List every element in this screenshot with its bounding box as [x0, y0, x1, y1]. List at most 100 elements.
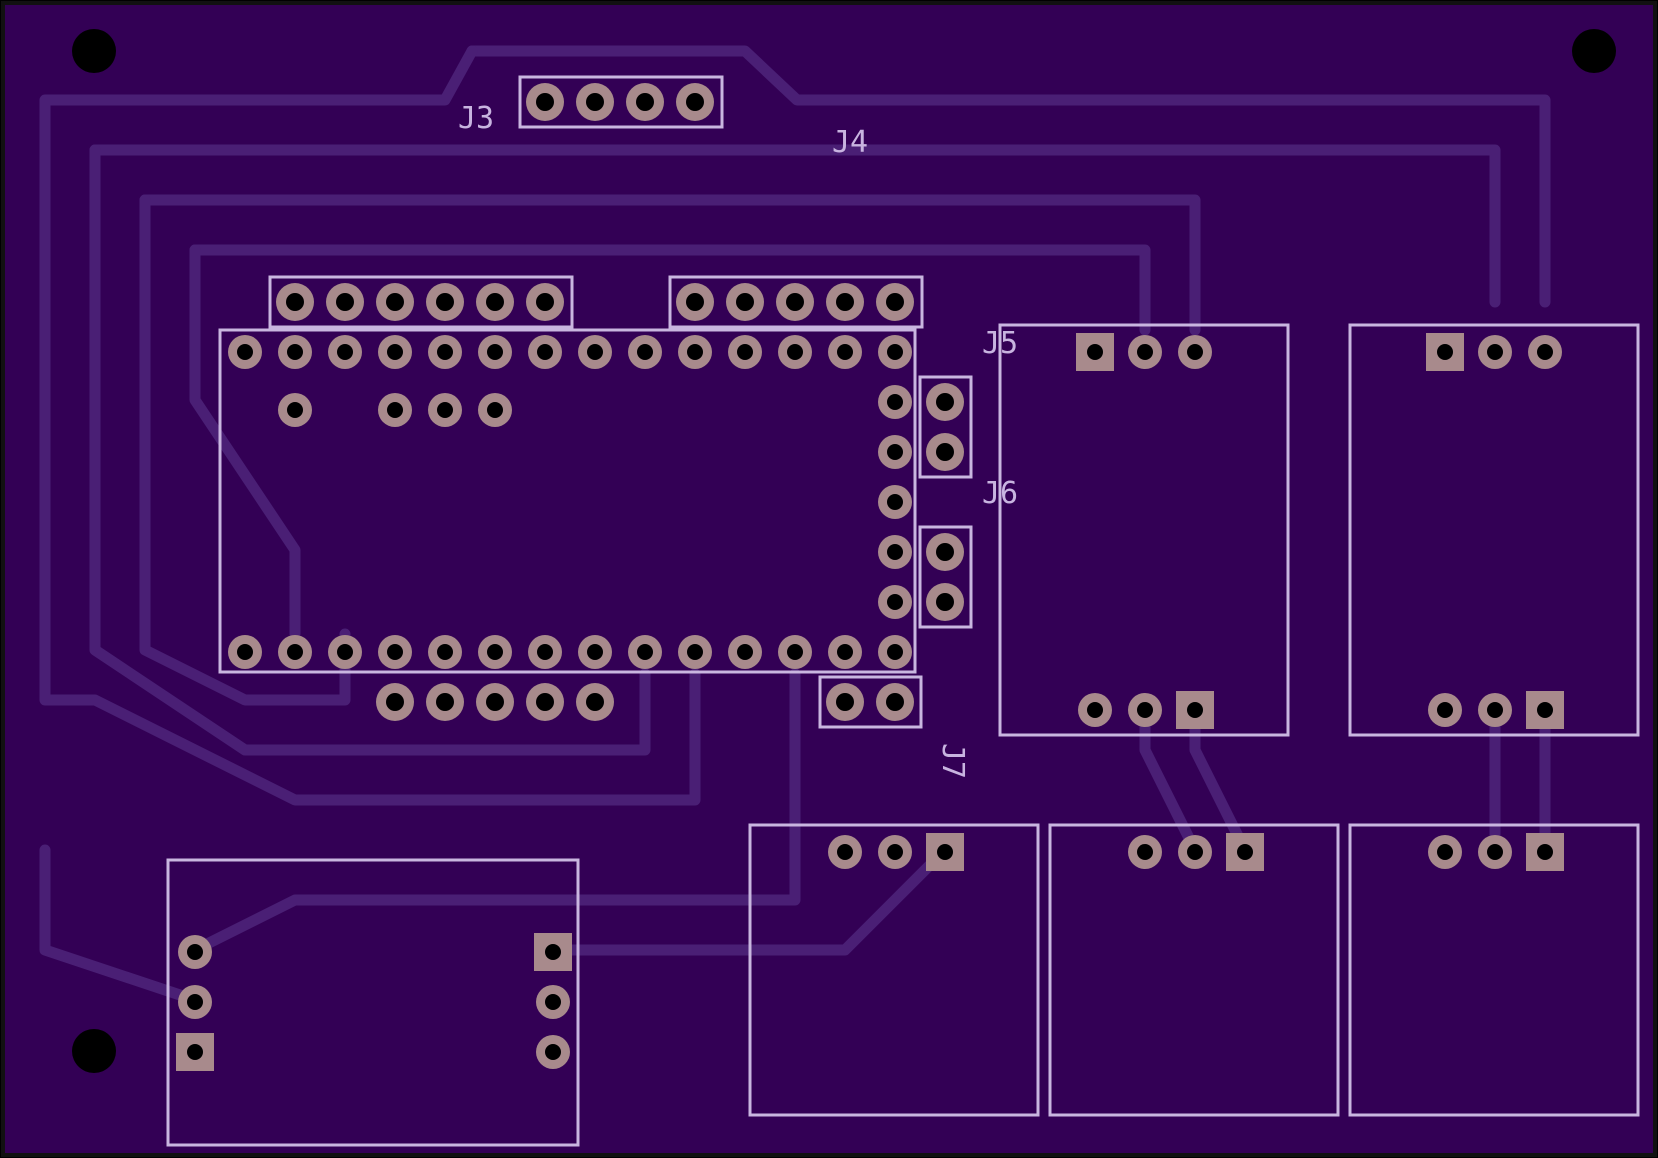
trace-loop-3-left: [139, 194, 351, 706]
relay-5-outline: [1348, 823, 1640, 1117]
drill-hole: [187, 994, 203, 1010]
drill-hole: [637, 644, 653, 660]
label-j5: J5: [982, 326, 1018, 361]
drill-hole: [837, 344, 853, 360]
drill-hole: [737, 644, 753, 660]
drill-hole: [336, 293, 354, 311]
drill-hole: [436, 693, 454, 711]
relay-3-outline: [748, 823, 1040, 1117]
drill-hole: [587, 344, 603, 360]
drill-hole: [937, 844, 953, 860]
label-j3: J3: [458, 101, 494, 136]
drill-hole: [487, 344, 503, 360]
drill-hole: [687, 344, 703, 360]
drill-hole: [836, 693, 854, 711]
drill-hole: [1237, 844, 1253, 860]
drill-hole: [386, 693, 404, 711]
drill-hole: [686, 293, 704, 311]
drill-hole: [1087, 702, 1103, 718]
drill-hole: [387, 644, 403, 660]
drill-hole: [287, 344, 303, 360]
drill-hole: [487, 402, 503, 418]
drill-hole: [287, 402, 303, 418]
drill-hole: [586, 93, 604, 111]
drill-hole: [386, 293, 404, 311]
drill-hole: [936, 393, 954, 411]
converter-module-outline: [166, 858, 580, 1147]
label-j7: J7: [935, 743, 970, 779]
drill-hole: [337, 644, 353, 660]
trace-loop-4-left: [189, 244, 301, 640]
drill-hole: [286, 293, 304, 311]
relay-2-outline: [1348, 323, 1640, 737]
header-top-left-outline: [268, 275, 574, 329]
silkscreen-outlines: [166, 75, 1640, 1147]
drill-hole: [586, 693, 604, 711]
trace-j3-left: [39, 45, 701, 806]
drill-hole: [1437, 844, 1453, 860]
drill-hole: [187, 944, 203, 960]
relay-1-outline: [998, 323, 1290, 737]
drill-hole: [686, 93, 704, 111]
trace-outer-loop: [466, 45, 1551, 308]
drill-hole: [437, 402, 453, 418]
label-j6: J6: [982, 476, 1018, 511]
drill-hole: [587, 644, 603, 660]
drill-hole: [787, 644, 803, 660]
trace-loop-3: [139, 194, 1201, 336]
drill-hole: [536, 93, 554, 111]
mounting-hole-bottom-left: [72, 1029, 116, 1073]
j3-outline: [518, 75, 724, 129]
drill-hole: [537, 644, 553, 660]
drill-hole: [536, 293, 554, 311]
drill-hole: [887, 644, 903, 660]
drill-hole: [237, 644, 253, 660]
drill-hole: [936, 593, 954, 611]
trace-loop-2-left: [89, 144, 651, 756]
drill-hole: [1537, 344, 1553, 360]
trace-loop-4: [189, 244, 1151, 336]
relay-4-outline: [1048, 823, 1340, 1117]
drill-hole: [1137, 844, 1153, 860]
drill-hole: [287, 644, 303, 660]
drill-hole: [1087, 344, 1103, 360]
drill-hole: [486, 293, 504, 311]
drill-hole: [787, 344, 803, 360]
drill-hole: [1187, 344, 1203, 360]
drill-hole: [636, 93, 654, 111]
trace-mid-right: [544, 844, 951, 956]
drill-hole: [337, 344, 353, 360]
mounting-holes: [72, 29, 1616, 1073]
drill-hole: [886, 293, 904, 311]
drill-hole: [887, 594, 903, 610]
drill-hole: [187, 1044, 203, 1060]
drill-hole: [545, 1044, 561, 1060]
drill-hole: [1187, 844, 1203, 860]
drill-hole: [637, 344, 653, 360]
drill-hole: [836, 293, 854, 311]
label-j4: J4: [832, 125, 868, 160]
drill-hole: [837, 644, 853, 660]
drill-hole: [545, 944, 561, 960]
j6-outline: [918, 525, 973, 629]
drill-hole: [536, 693, 554, 711]
drill-hole: [887, 444, 903, 460]
drill-hole: [887, 844, 903, 860]
drill-hole: [437, 344, 453, 360]
drill-hole: [936, 543, 954, 561]
header-top-right-outline: [668, 275, 924, 329]
drill-hole: [1487, 702, 1503, 718]
component-pads: [176, 83, 1564, 1071]
drill-hole: [1437, 344, 1453, 360]
drill-hole: [436, 293, 454, 311]
drill-hole: [786, 293, 804, 311]
mounting-hole-top-right: [1572, 29, 1616, 73]
j7-outline: [818, 675, 923, 729]
drill-hole: [1537, 844, 1553, 860]
drill-hole: [887, 394, 903, 410]
drill-hole: [886, 693, 904, 711]
trace-lower-left: [39, 844, 201, 1006]
mounting-hole-top-left: [72, 29, 116, 73]
